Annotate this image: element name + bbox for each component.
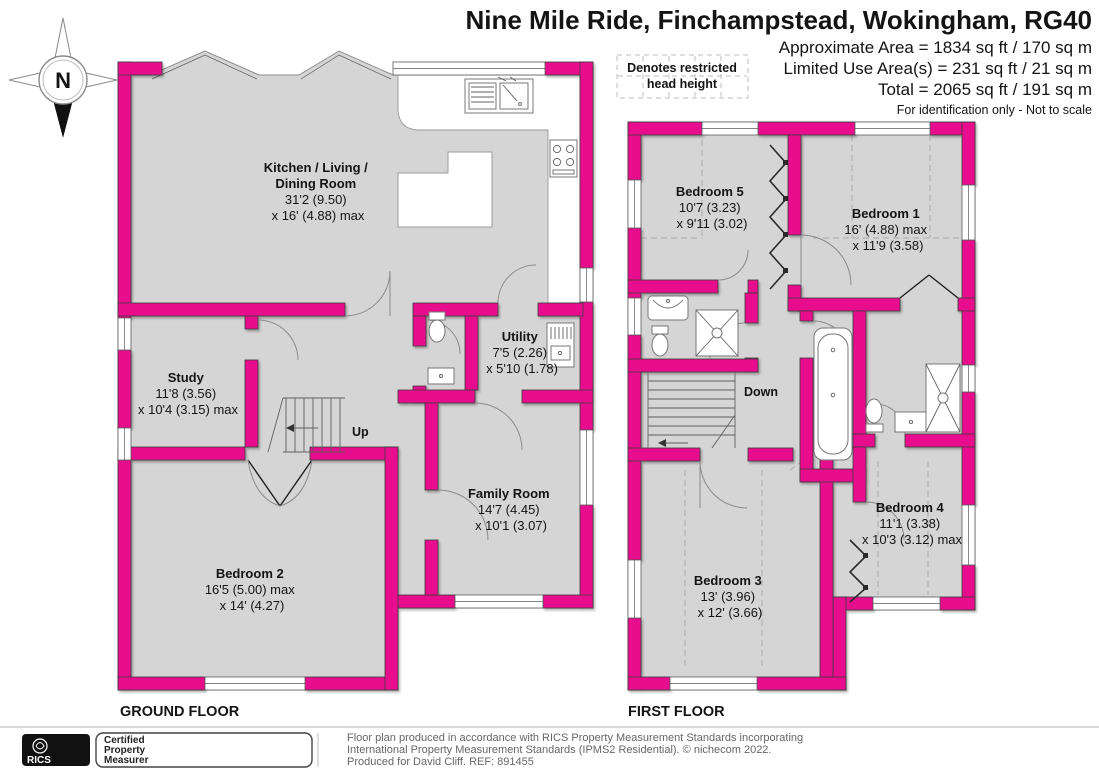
stairs-up [267, 397, 345, 453]
stairs-down [647, 372, 736, 449]
bedroom2-double-doors [247, 459, 313, 507]
ensuite-shower-icon [925, 363, 961, 433]
page-title: Nine Mile Ride, Finchampstead, Wokingham… [465, 5, 1092, 35]
room-label-kitchen: Kitchen / Living / Dining Room 31'2 (9.5… [264, 159, 372, 223]
compass-icon: N [8, 17, 118, 138]
rics-logo-text: RICS [27, 755, 51, 766]
limited-use-area: Limited Use Area(s) = 231 sq ft / 21 sq … [784, 59, 1093, 78]
legend-box: Denotes restricted head height [616, 54, 749, 99]
certified-measurer-box: Certified Property Measurer [95, 732, 313, 768]
shower-room-toilet-icon [651, 325, 669, 357]
ground-floor-label: GROUND FLOOR [120, 704, 240, 720]
stairs-direction-arrow [286, 424, 294, 432]
shower-icon [695, 309, 739, 357]
first-floor-plan: Down [627, 121, 976, 691]
legend-line-2: head height [647, 77, 718, 91]
wc-basin-icon [427, 367, 455, 385]
kitchen-sink-icon [464, 76, 534, 114]
shower-room-basin-icon [647, 295, 689, 321]
approximate-area: Approximate Area = 1834 sq ft / 170 sq m [779, 38, 1092, 57]
room-label-utility: Utility 7'5 (2.26) x 5'10 (1.78) [486, 328, 558, 376]
bath-icon [813, 327, 853, 461]
wc-toilet-icon [428, 311, 446, 343]
kitchen-island [397, 151, 493, 228]
rics-lion-icon [32, 738, 48, 754]
room-label-bedroom2: Bedroom 2 16'5 (5.00) max x 14' (4.27) [205, 565, 299, 613]
bedroom1-double-doors [899, 274, 959, 299]
first-floor-label: FIRST FLOOR [628, 704, 725, 720]
wardrobe-doors [768, 144, 868, 603]
certified-line-1: Certified [104, 735, 145, 746]
rics-logo: RICS [22, 734, 90, 766]
first-floor-windows [627, 121, 976, 691]
credit-line-3: Produced for David Cliff. REF: 891455 [347, 756, 534, 768]
compass-north-label: N [55, 68, 71, 93]
disclaimer: For identification only - Not to scale [897, 103, 1092, 117]
legend-line-1: Denotes restricted [627, 61, 737, 75]
total-area: Total = 2065 sq ft / 191 sq m [878, 80, 1092, 99]
footer-credits: Floor plan produced in accordance with R… [347, 732, 803, 768]
room-label-bedroom3: Bedroom 3 13' (3.96) x 12' (3.66) [694, 572, 766, 620]
certified-line-2: Property [104, 745, 146, 756]
ground-floor-walls [117, 61, 594, 691]
restricted-height-dashes [641, 135, 962, 670]
credit-line-2: International Property Measurement Stand… [347, 744, 771, 756]
room-label-bedroom5: Bedroom 5 10'7 (3.23) x 9'11 (3.02) [676, 183, 748, 231]
room-label-bedroom1: Bedroom 1 16' (4.88) max x 11'9 (3.58) [844, 205, 931, 253]
room-label-study: Study 11'8 (3.56) x 10'4 (3.15) max [138, 369, 239, 417]
certified-line-3: Measurer [104, 755, 149, 766]
bay-window-glazing [151, 54, 392, 80]
stairs-direction-arrow [658, 439, 666, 447]
washer-icon [546, 322, 575, 368]
hob-icon [549, 139, 578, 178]
room-label-bedroom4: Bedroom 4 11'1 (3.38) x 10'3 (3.12) max [862, 499, 963, 547]
first-floor-walls [627, 121, 976, 691]
ground-floor-doors [247, 264, 537, 541]
room-label-family: Family Room 14'7 (4.45) x 10'1 (3.07) [468, 485, 554, 533]
ground-floor-windows [117, 61, 594, 691]
credit-line-1: Floor plan produced in accordance with R… [347, 732, 803, 744]
stairs-up-label: Up [352, 425, 369, 439]
ensuite-toilet-icon [865, 398, 884, 433]
ground-floor-plan: Up Kitchen / Living [117, 50, 594, 691]
ensuite-basin-icon [894, 411, 928, 433]
stairs-down-label: Down [744, 385, 778, 399]
